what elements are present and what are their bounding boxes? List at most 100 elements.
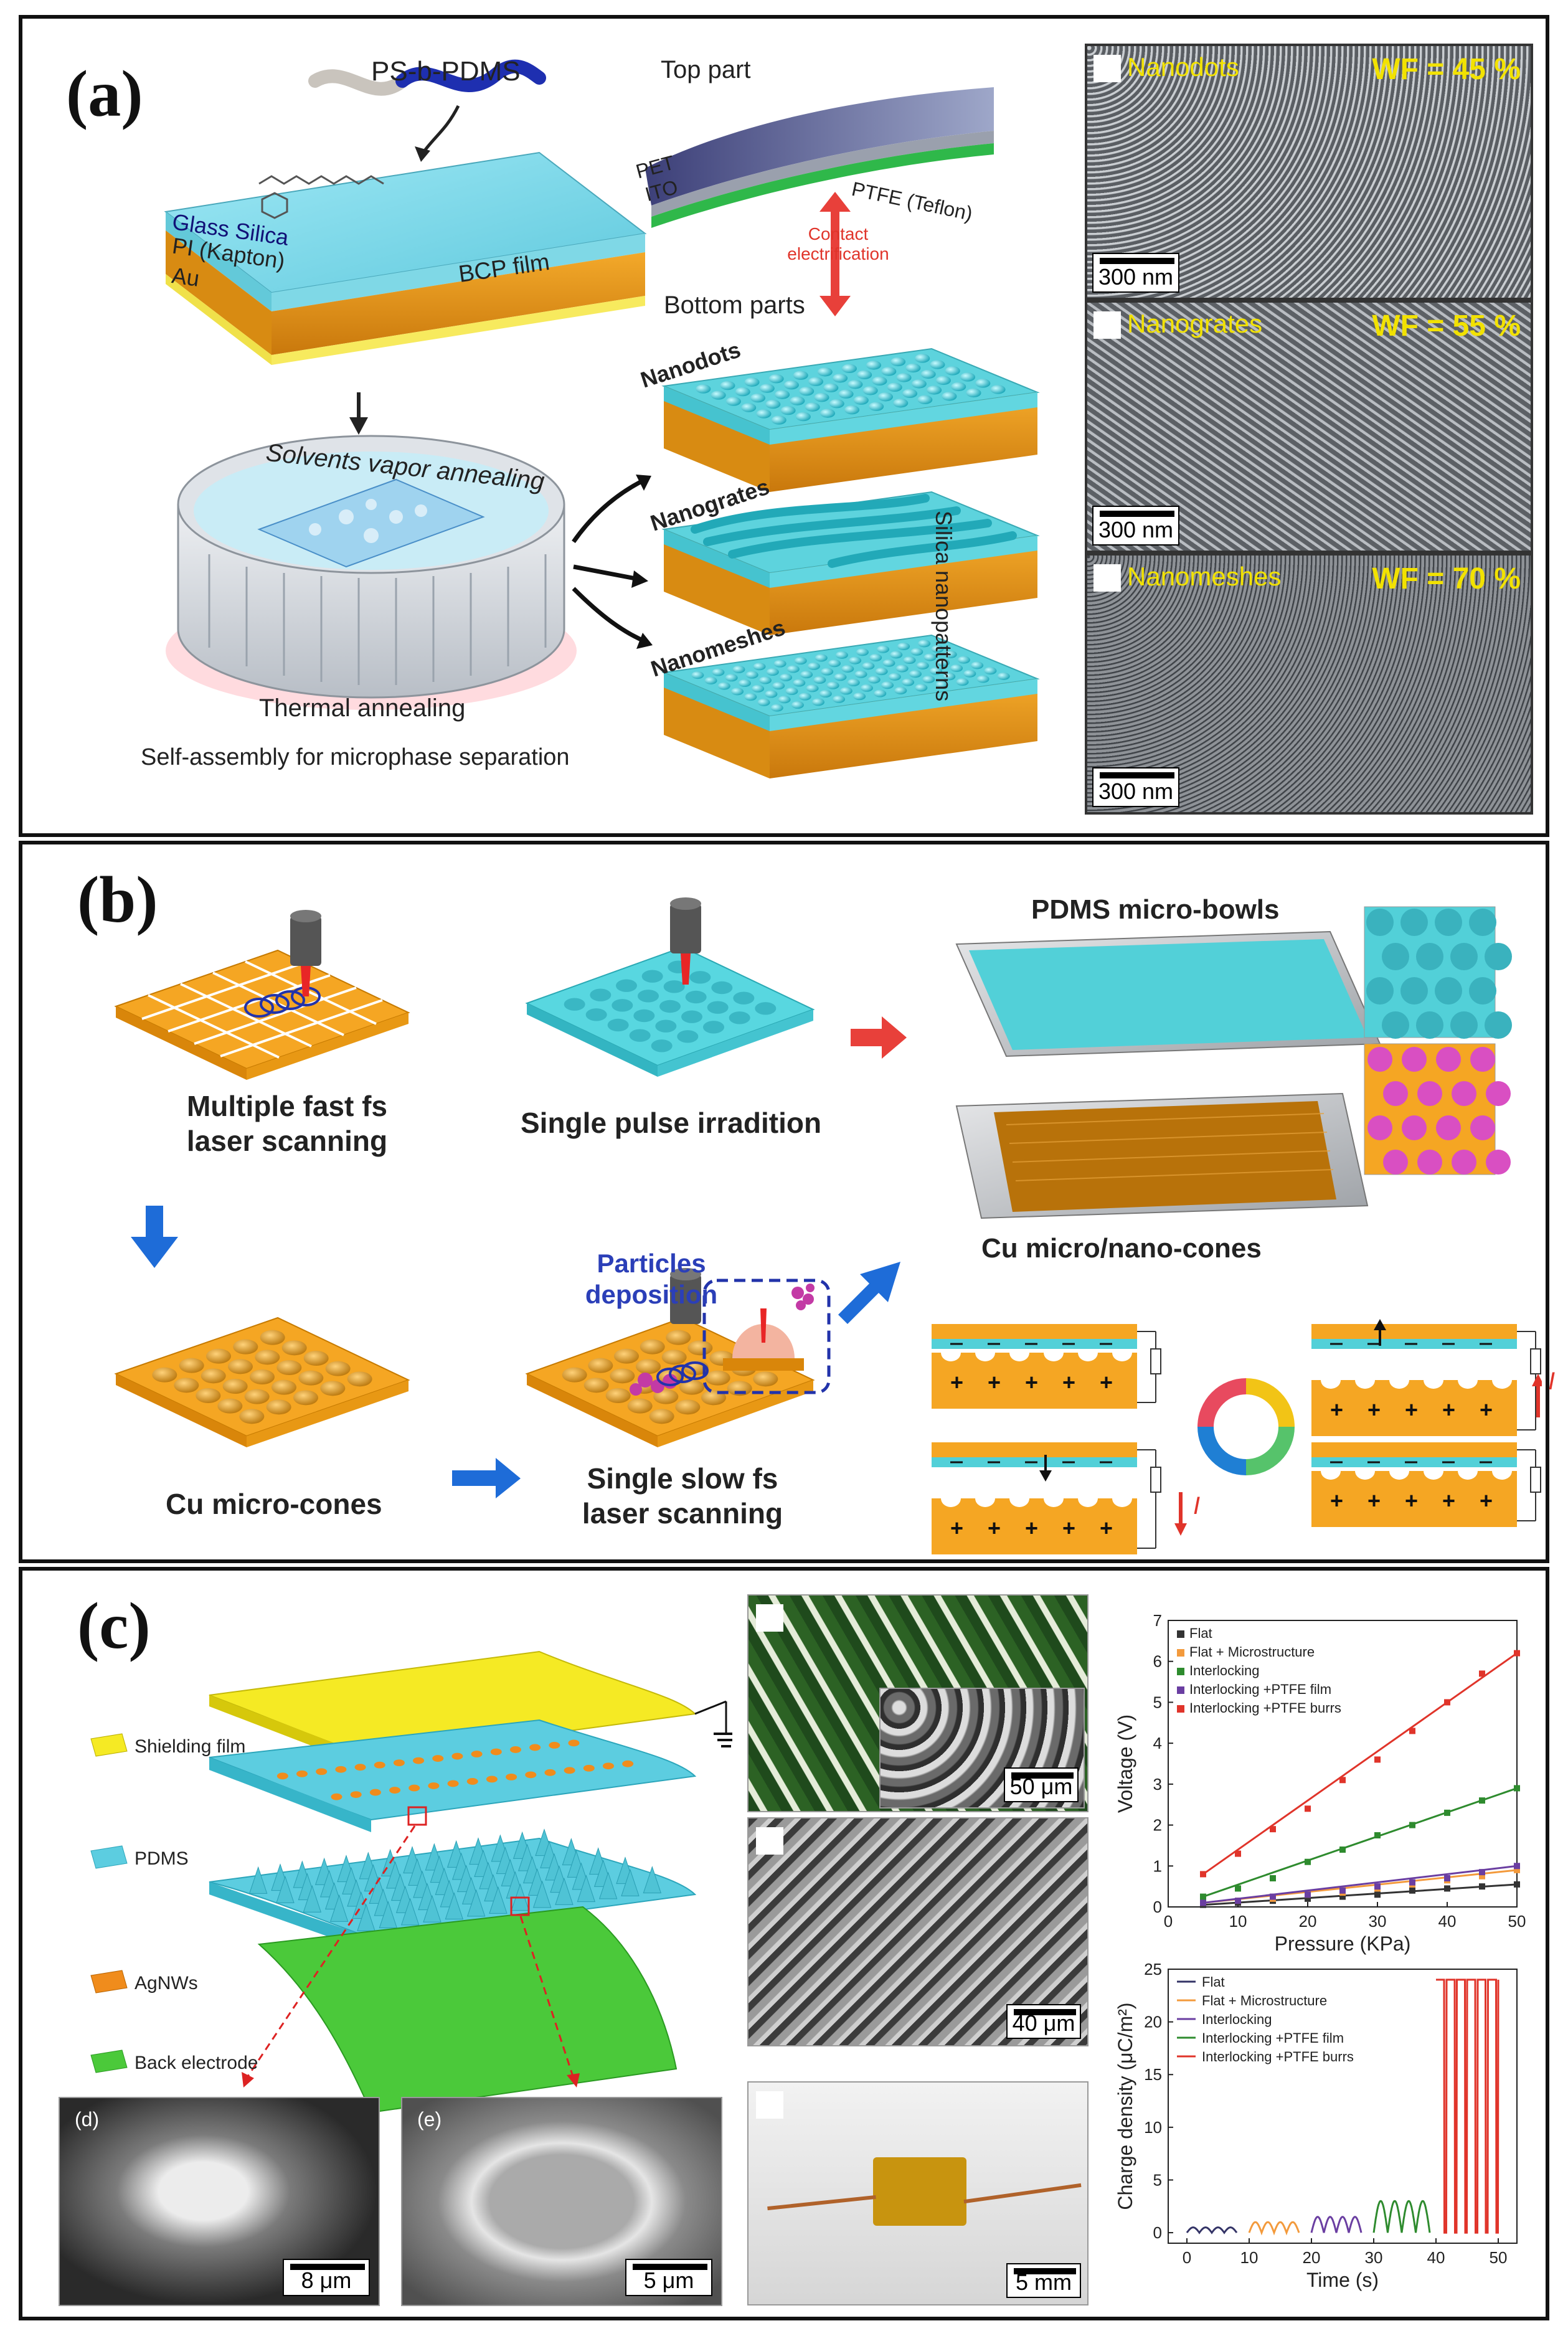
bump (653, 1389, 679, 1404)
bump (744, 377, 760, 387)
bump (228, 1359, 253, 1374)
sem-d: (d) 8 μm (59, 2097, 380, 2306)
step-single-slow: Single slow fs laser scanning (582, 1462, 783, 1530)
bump (922, 675, 935, 683)
panel-c-label: (c) (77, 1589, 151, 1662)
bump (823, 383, 839, 392)
pyramid (621, 1868, 640, 1896)
nanocone (1367, 1115, 1392, 1140)
svg-text:+: + (1480, 1397, 1493, 1422)
bump (413, 1757, 425, 1764)
bump (661, 1350, 687, 1365)
bump (806, 684, 819, 693)
bump (897, 642, 910, 650)
bump (720, 381, 735, 390)
bump (976, 675, 989, 683)
data-point (1514, 1650, 1520, 1657)
panel-a-illustration (164, 59, 1040, 778)
bump (174, 1378, 199, 1393)
bump (179, 1358, 204, 1373)
fit-line (1202, 1883, 1518, 1906)
data-point (1409, 1822, 1415, 1828)
bump (663, 980, 685, 993)
bump (927, 385, 942, 395)
photo-marker (756, 1604, 783, 1632)
pyramid (400, 1898, 420, 1926)
scale-bar: 8 μm (283, 2259, 370, 2296)
plate-cones (114, 1317, 410, 1447)
bump (320, 1381, 346, 1396)
data-point (1374, 1883, 1381, 1890)
bump (808, 377, 824, 386)
zoom-arrow-e (567, 2073, 580, 2088)
bump (486, 1776, 498, 1783)
bump (773, 660, 786, 668)
charge-trace (1186, 2226, 1238, 2234)
plot-frame (1168, 1969, 1518, 2244)
data-point (1514, 1881, 1520, 1888)
bump (923, 653, 937, 661)
bump (585, 1008, 607, 1021)
bump (853, 395, 869, 405)
bump (869, 653, 882, 661)
y-axis-label: Charge density (μC/m²) (1114, 2002, 1136, 2210)
y-tick-label: 0 (1153, 1898, 1162, 1916)
bump (866, 361, 882, 370)
current-label-2: I (1193, 1492, 1201, 1520)
bump (875, 668, 888, 676)
pyramid (489, 1886, 508, 1914)
teng-state: +++++ (932, 1442, 1161, 1554)
bump (786, 665, 800, 673)
sem-wf: WF = 55 % (1372, 310, 1521, 343)
bump (732, 665, 745, 673)
data-point (1305, 1891, 1311, 1898)
bump (990, 385, 1006, 394)
arrow-to-nanodots (636, 475, 651, 491)
data-point (1305, 1805, 1311, 1812)
scale-bar: 300 nm (1092, 253, 1179, 293)
bump (509, 1746, 521, 1753)
bump (854, 670, 867, 678)
x-tick-label: 20 (1299, 1912, 1317, 1931)
bowl (1400, 909, 1428, 936)
bump (937, 659, 950, 667)
up-arrow (1374, 1319, 1386, 1330)
bump (651, 1039, 673, 1052)
bump (691, 671, 704, 679)
charge-trace (1436, 1979, 1500, 2234)
data-point (1270, 1826, 1276, 1833)
pyramid (248, 1866, 268, 1894)
x-tick-label: 10 (1229, 1912, 1247, 1931)
nanocone (1452, 1081, 1476, 1106)
nanocone (1417, 1081, 1442, 1106)
bump (152, 1367, 177, 1383)
bowl (1416, 943, 1443, 970)
data-point (1374, 1832, 1381, 1838)
layer-shielding: Shielding film (135, 1736, 246, 1757)
bump (893, 399, 909, 408)
particles-label: Particles deposition (585, 1249, 718, 1309)
bump (867, 676, 881, 684)
svg-text:+: + (950, 1515, 963, 1541)
bowl (1450, 1011, 1478, 1039)
bump (841, 664, 854, 673)
bump (196, 1388, 221, 1403)
bump (347, 1371, 372, 1387)
bump (963, 669, 976, 678)
sem-wf: WF = 45 % (1372, 53, 1521, 86)
y-tick-label: 7 (1153, 1611, 1162, 1630)
bump (640, 1339, 665, 1355)
bcp-label: PS-b-PDMS (371, 56, 521, 87)
bowl (1485, 1011, 1512, 1039)
bump (877, 392, 893, 402)
data-point (1305, 1858, 1311, 1865)
bump (727, 1381, 752, 1396)
bump (909, 670, 922, 678)
svg-text:+: + (1330, 1397, 1343, 1422)
charge-trace (1310, 2216, 1363, 2233)
dish-sample (257, 478, 485, 568)
red-right-arrow (851, 1016, 907, 1059)
bump (659, 1000, 681, 1013)
legend-label: Interlocking +PTFE film (1202, 2030, 1344, 2046)
pyramid (445, 1892, 464, 1920)
